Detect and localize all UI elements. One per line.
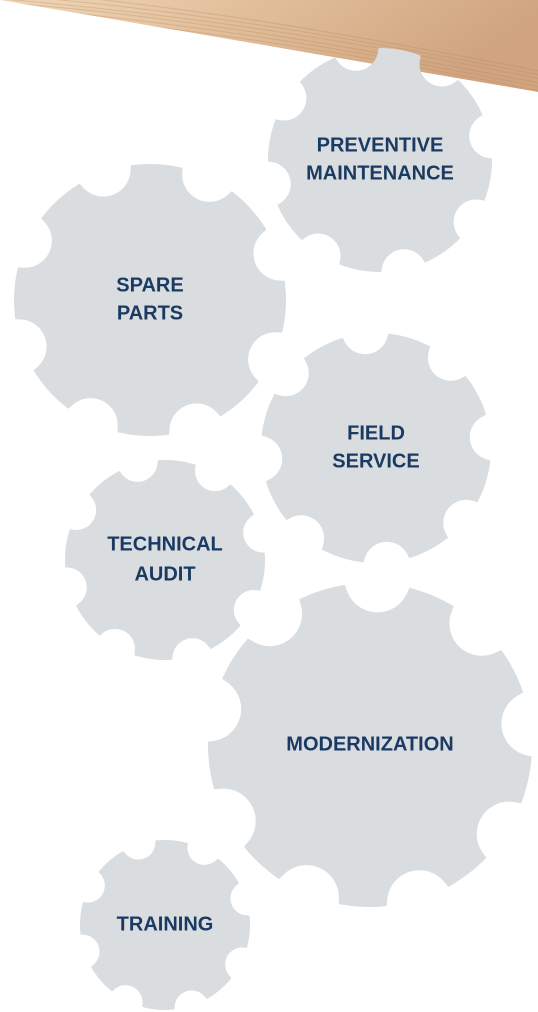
gear-label-line-1: FIELD	[347, 422, 405, 444]
gear-shape	[80, 840, 250, 1010]
wood-grain-line	[0, 0, 538, 84]
wood-grain-line	[0, 0, 538, 80]
gear-label-line-2: MAINTENANCE	[306, 162, 454, 184]
gear-label-line-1: MODERNIZATION	[286, 733, 453, 755]
gear-modernization: MODERNIZATION	[208, 584, 532, 907]
gear-shape	[208, 584, 532, 907]
gear-label-line-2: SERVICE	[332, 450, 419, 472]
gear-label-line-1: TECHNICAL	[107, 533, 223, 555]
gear-label-line-1: SPARE	[116, 274, 183, 296]
gear-training: TRAINING	[80, 840, 250, 1010]
gear-shape	[261, 333, 491, 563]
gear-shape	[14, 164, 286, 436]
gear-label-line-1: TRAINING	[117, 913, 214, 935]
gear-field-service: FIELD SERVICE	[261, 333, 491, 563]
gear-spare-parts: SPARE PARTS	[14, 164, 286, 436]
gear-technical-audit: TECHNICAL AUDIT	[65, 460, 265, 660]
gear-label-line-1: PREVENTIVE	[317, 134, 444, 156]
gear-shape	[65, 460, 265, 660]
gear-preventive-maintenance: PREVENTIVE MAINTENANCE	[268, 48, 492, 272]
wood-grain-line	[0, 0, 538, 76]
wood-grain-line	[0, 1, 538, 88]
gear-shape	[268, 48, 492, 272]
gear-label-line-2: AUDIT	[134, 563, 195, 585]
gear-label-line-2: PARTS	[117, 302, 183, 324]
